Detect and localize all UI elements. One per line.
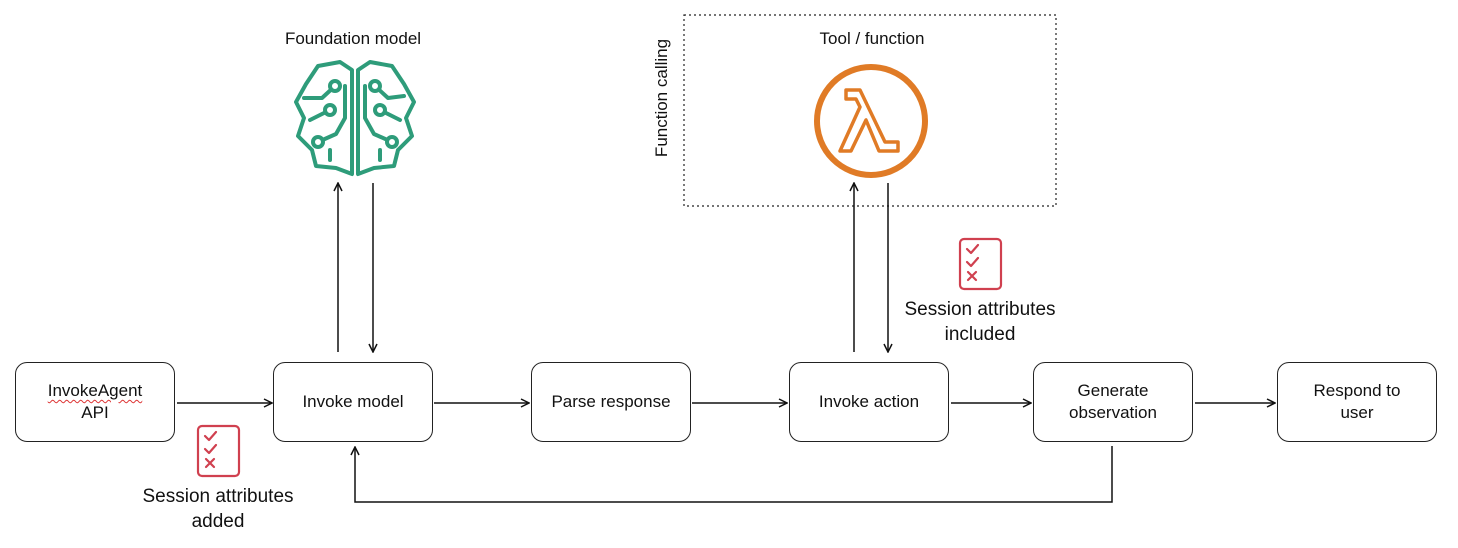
- brain-circuit-icon: [294, 60, 416, 176]
- parse-response-box: Parse response: [531, 362, 691, 442]
- invoke-agent-api-box: InvokeAgent API: [15, 362, 175, 442]
- lambda-icon: [814, 64, 928, 178]
- invoke-model-label: Invoke model: [302, 392, 404, 411]
- session-attributes-included-label: Session attributes included: [880, 297, 1080, 347]
- tool-title: Tool / function: [819, 29, 925, 48]
- parse-response-label: Parse response: [551, 392, 671, 411]
- arrows: [177, 183, 1275, 503]
- respond-to-user-box: Respond to user: [1277, 362, 1437, 442]
- session-attributes-added-label: Session attributes added: [118, 484, 318, 534]
- session-added-line1: Session attributes: [142, 486, 294, 507]
- invoke-action-label: Invoke action: [818, 392, 920, 411]
- generate-label: Generate: [1077, 381, 1149, 400]
- checklist-icon: [196, 424, 241, 478]
- invoke-action-box: Invoke action: [789, 362, 949, 442]
- checklist-icon: [958, 237, 1003, 291]
- user-label: user: [1340, 403, 1374, 422]
- session-added-line2: added: [191, 511, 245, 532]
- tool-container: [683, 14, 1057, 207]
- arrow-loop-back: [355, 446, 1113, 503]
- api-label: API: [81, 403, 109, 422]
- function-calling-label: Function calling: [652, 38, 671, 158]
- session-included-line2: included: [944, 324, 1016, 345]
- invoke-agent-label: InvokeAgent: [47, 381, 143, 400]
- session-included-line1: Session attributes: [904, 299, 1056, 320]
- respond-to-label: Respond to: [1313, 381, 1401, 400]
- foundation-model-title: Foundation model: [284, 29, 422, 48]
- invoke-model-box: Invoke model: [273, 362, 433, 442]
- observation-label: observation: [1069, 403, 1157, 422]
- generate-observation-box: Generate observation: [1033, 362, 1193, 442]
